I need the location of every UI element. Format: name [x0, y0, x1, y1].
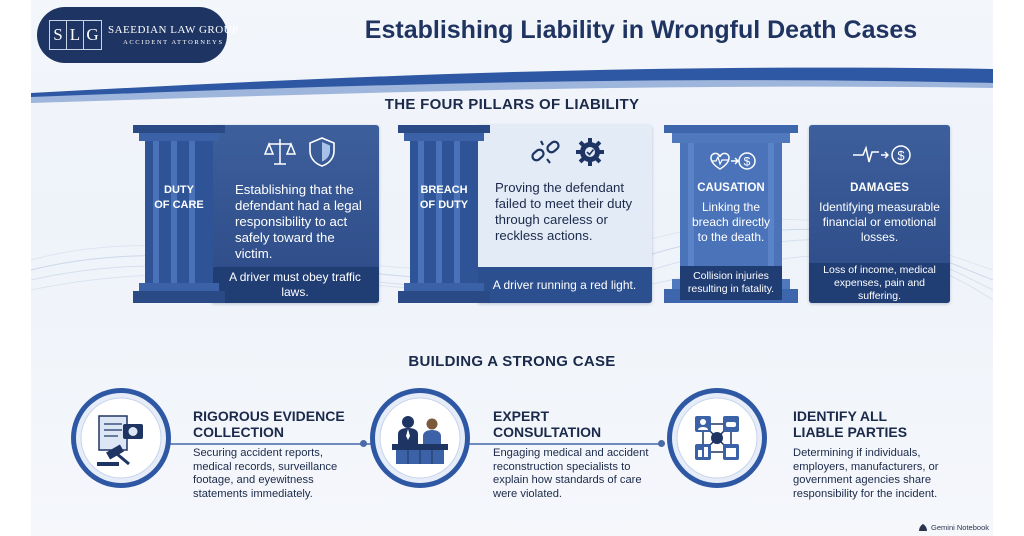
pillar-column-graphic [133, 125, 225, 303]
evidence-gavel-icon [71, 388, 171, 488]
logo-text: SAEEDIAN LAW GROUP ACCIDENT ATTORNEYS [108, 24, 239, 46]
step-description: Securing accident reports, medical recor… [193, 447, 338, 500]
connector-line [449, 443, 664, 445]
step-title: RIGOROUS EVIDENCE COLLECTION [193, 408, 345, 440]
pillar-label-line2: OF DUTY [419, 199, 469, 211]
step-title-line2: CONSULTATION [493, 424, 602, 440]
logo-monogram: S L G [49, 20, 102, 50]
firm-tagline: ACCIDENT ATTORNEYS [123, 39, 224, 46]
pillar-card: Establishing that the defendant had a le… [211, 125, 379, 303]
infographic: S L G SAEEDIAN LAW GROUP ACCIDENT ATTORN… [31, 0, 993, 536]
pillar-label-line2: OF CARE [154, 199, 204, 211]
step-title-line1: EXPERT [493, 408, 550, 424]
firm-logo: S L G SAEEDIAN LAW GROUP ACCIDENT ATTORN… [37, 7, 238, 63]
pillar-example: A driver must obey traffic laws. [211, 267, 379, 303]
step-title-line1: RIGOROUS EVIDENCE [193, 408, 345, 424]
expert-witness-icon [370, 388, 470, 488]
firm-name: SAEEDIAN LAW GROUP [108, 24, 239, 36]
pillar-example: Collision injuries resulting in fatality… [680, 266, 782, 300]
gear-icon [576, 138, 604, 166]
broken-chain-icon [531, 140, 560, 164]
step-description: Engaging medical and accident reconstruc… [493, 447, 649, 500]
pillars-heading: THE FOUR PILLARS OF LIABILITY [384, 96, 640, 113]
pillar-description: Proving the defendant failed to meet the… [495, 180, 633, 243]
badge-label: Gemini Notebook [931, 523, 989, 532]
pillar-card: Proving the defendant failed to meet the… [477, 125, 652, 303]
step-title: IDENTIFY ALL LIABLE PARTIES [793, 408, 907, 440]
case-heading: BUILDING A STRONG CASE [408, 353, 616, 370]
gemini-badge: Gemini Notebook [918, 523, 989, 532]
logo-letter-g: G [86, 25, 99, 44]
step-title-line1: IDENTIFY ALL [793, 408, 888, 424]
network-parties-icon [667, 388, 767, 488]
svg-text:$: $ [897, 148, 905, 163]
step-title-line2: LIABLE PARTIES [793, 424, 908, 440]
pillar-example: A driver running a red light. [477, 267, 652, 303]
logo-letter-s: S [50, 21, 67, 49]
step-description: Determining if individuals, employers, m… [793, 447, 939, 500]
header-swoosh [31, 67, 993, 103]
pillar-example: Loss of income, medical expenses, pain a… [809, 263, 950, 303]
shield-icon [309, 137, 335, 167]
pillar-label: CAUSATION [697, 182, 765, 194]
pillar-column-graphic [398, 125, 490, 303]
connector-dot [360, 440, 367, 447]
svg-text:$: $ [744, 155, 751, 169]
pillar-label: DUTY OF CARE [147, 183, 211, 213]
pillar-card: $ DAMAGES Identifying measurable financi… [809, 125, 950, 303]
pillar-label-line1: BREACH [420, 184, 468, 196]
step-title-line2: COLLECTION [193, 424, 284, 440]
connector-line [146, 443, 376, 445]
pillar-label: DAMAGES [850, 182, 909, 194]
pillar-icons [263, 135, 337, 169]
scales-icon [263, 139, 297, 165]
pillar-icons [529, 135, 607, 169]
logo-letter-l: L [67, 21, 84, 49]
heartbeat-dollar-icon: $ [710, 152, 756, 170]
page-title: Establishing Liability in Wrongful Death… [364, 16, 918, 44]
pillar-label-line1: DUTY [164, 184, 194, 196]
notebook-icon [919, 524, 928, 531]
pillar-description: Identifying measurable financial or emot… [819, 200, 940, 244]
heartbeat-dollar-icon: $ [853, 145, 911, 165]
pillar-description: Establishing that the defendant had a le… [235, 182, 362, 261]
connector-dot [658, 440, 665, 447]
pillar-description: Linking the breach directly to the death… [691, 200, 771, 244]
pillar-label: BREACH OF DUTY [412, 183, 476, 213]
step-title: EXPERT CONSULTATION [493, 408, 601, 440]
